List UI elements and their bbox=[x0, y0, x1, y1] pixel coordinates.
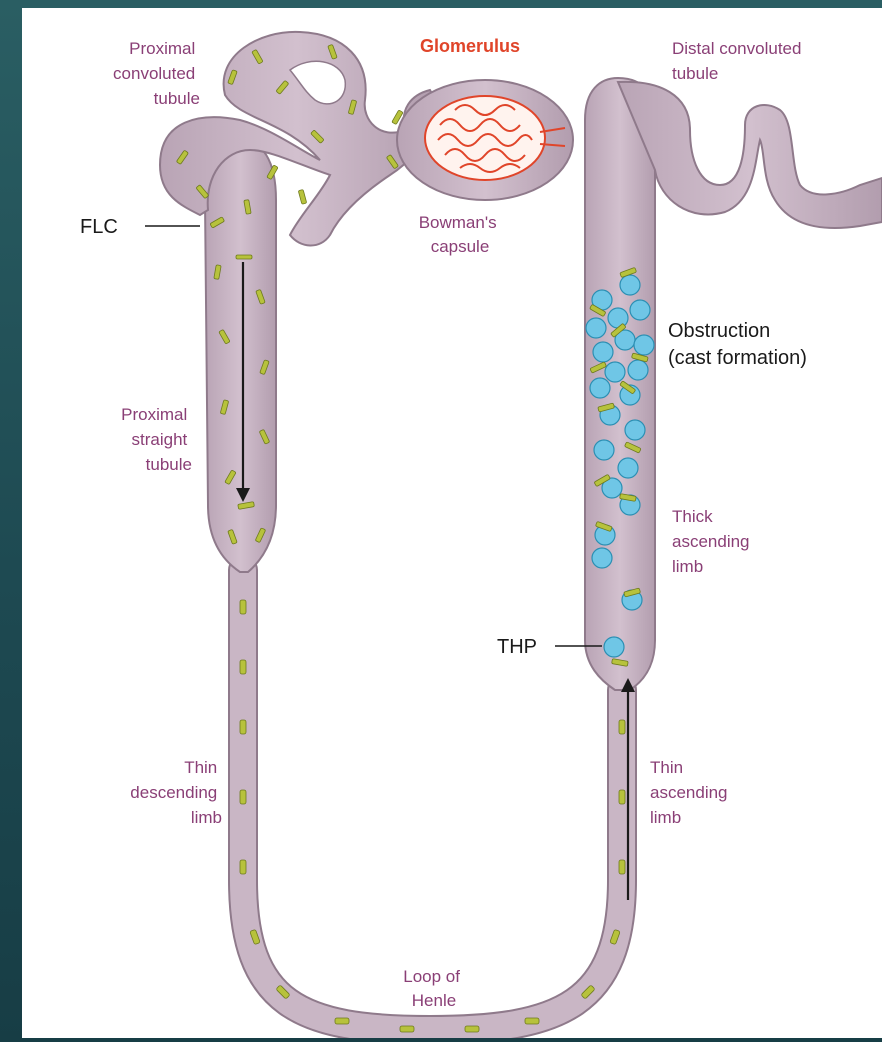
flc-rod bbox=[619, 860, 625, 874]
flc-rod bbox=[335, 1018, 349, 1024]
glomerulus-label: Glomerulus bbox=[420, 36, 520, 56]
thp-blob bbox=[604, 637, 624, 657]
thp-label: THP bbox=[497, 636, 537, 658]
distal-convoluted-tubule bbox=[618, 82, 882, 228]
thp-blob bbox=[592, 548, 612, 568]
thp-blob bbox=[593, 342, 613, 362]
thp-blob bbox=[625, 420, 645, 440]
flc-rod bbox=[619, 790, 625, 804]
thp-blob bbox=[630, 300, 650, 320]
thp-blob bbox=[618, 458, 638, 478]
flc-rod bbox=[240, 860, 246, 874]
flc-rod bbox=[525, 1018, 539, 1024]
thin-descending-label: Thin descending limb bbox=[130, 758, 222, 827]
flc-rod bbox=[465, 1026, 479, 1032]
thp-blob bbox=[620, 275, 640, 295]
thp-blob bbox=[628, 360, 648, 380]
flc-rod bbox=[240, 600, 246, 614]
flc-label: FLC bbox=[80, 216, 118, 238]
proximal-convoluted-tubule bbox=[160, 32, 434, 246]
thp-blob bbox=[634, 335, 654, 355]
thp-blob bbox=[605, 362, 625, 382]
loop-of-henle-label: Loop of Henle bbox=[403, 967, 464, 1010]
thp-blob bbox=[608, 308, 628, 328]
obstruction-label: Obstruction (cast formation) bbox=[668, 320, 807, 369]
thp-blob bbox=[594, 440, 614, 460]
flc-rod bbox=[240, 660, 246, 674]
thick-ascending-label: Thick ascending limb bbox=[672, 507, 754, 576]
loop-of-henle-tube bbox=[243, 570, 622, 1030]
distal-convoluted-label: Distal convoluted tubule bbox=[672, 39, 806, 83]
loop-of-henle-tube-fill bbox=[243, 570, 622, 1030]
flc-rod bbox=[298, 189, 306, 204]
bowmans-capsule-label: Bowman's capsule bbox=[419, 213, 502, 256]
flc-rod bbox=[400, 1026, 414, 1032]
proximal-straight-label: Proximal straight tubule bbox=[121, 405, 192, 474]
diagram-panel: Glomerulus Proximal convoluted tubule Di… bbox=[22, 8, 882, 1038]
flc-rod bbox=[240, 790, 246, 804]
proximal-convoluted-label: Proximal convoluted tubule bbox=[113, 39, 200, 108]
flc-rod bbox=[240, 720, 246, 734]
thp-blob bbox=[590, 378, 610, 398]
thp-blob bbox=[586, 318, 606, 338]
thin-ascending-label: Thin ascending limb bbox=[650, 758, 732, 827]
flc-rod bbox=[236, 255, 252, 259]
flc-rod bbox=[619, 720, 625, 734]
nephron-diagram: Glomerulus Proximal convoluted tubule Di… bbox=[22, 8, 882, 1038]
